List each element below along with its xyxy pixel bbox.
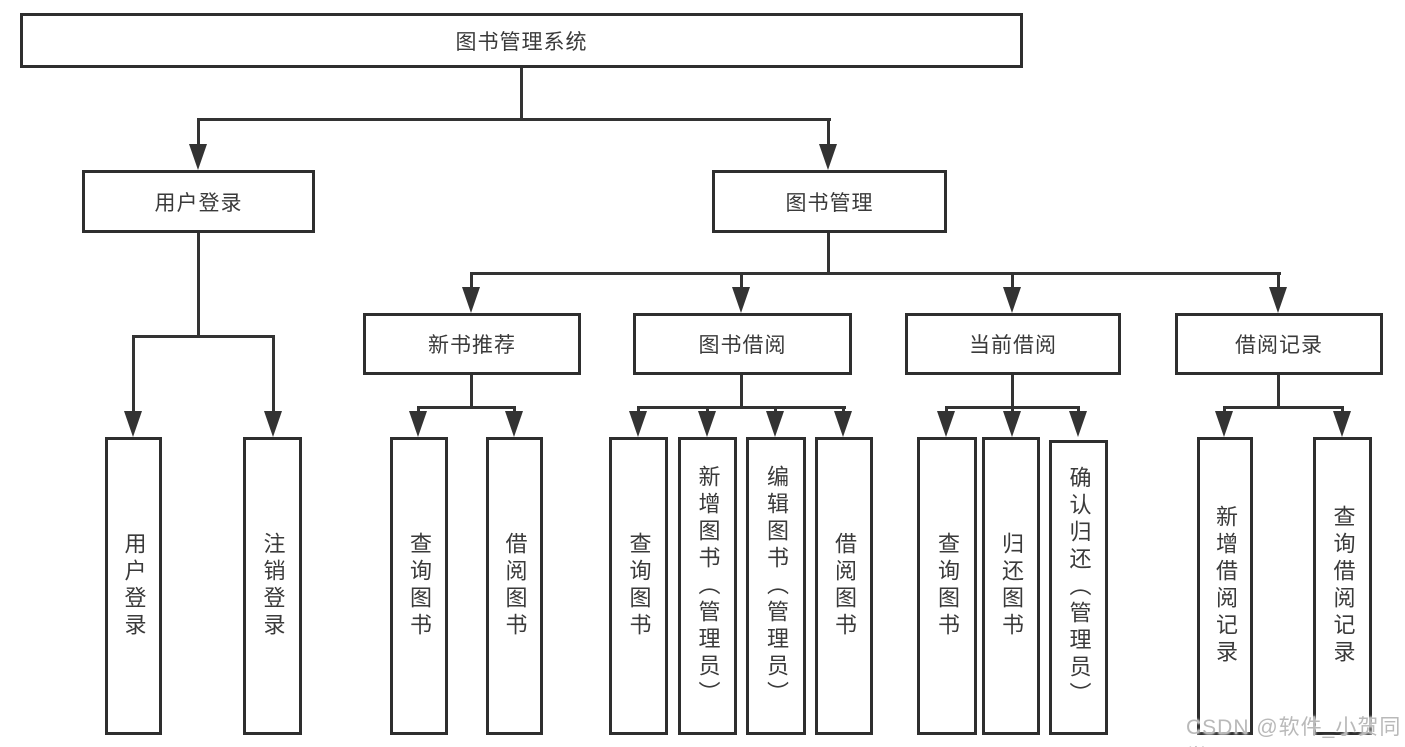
connector-line [417,406,516,409]
leaf-recommend-borrow-book-label: 借阅图书 [502,532,528,640]
arrowhead-down-icon [629,411,647,437]
connector-line [827,233,830,272]
arrowhead-down-icon [698,411,716,437]
connector-line [637,406,846,409]
leaf-current-return-book-label: 归还图书 [999,532,1024,640]
connector-line [197,118,831,121]
connector-line [272,335,275,415]
connector-line [740,375,743,406]
leaf-records-add-record-label: 新增借阅记录 [1213,505,1238,667]
connector-line [1011,272,1014,292]
node-borrow-records: 借阅记录 [1175,313,1383,375]
leaf-user-login: 用户登录 [105,437,162,735]
connector-line [132,335,275,338]
node-borrow-records-label: 借阅记录 [1235,334,1323,357]
leaf-recommend-borrow-book: 借阅图书 [486,437,543,735]
leaf-borrow-edit-book-admin: 编辑图书（管理员） [746,437,806,735]
arrowhead-down-icon [937,411,955,437]
leaf-logout: 注销登录 [243,437,302,735]
connector-line [197,233,200,335]
node-book-management: 图书管理 [712,170,947,233]
arrowhead-down-icon [462,287,480,313]
leaf-current-query-book-label: 查询图书 [935,532,960,640]
arrowhead-down-icon [1215,411,1233,437]
node-user-login: 用户登录 [82,170,315,233]
node-current-borrow: 当前借阅 [905,313,1121,375]
arrowhead-down-icon [834,411,852,437]
connector-line [740,272,743,292]
connector-line [470,272,1281,275]
arrowhead-down-icon [1269,287,1287,313]
connector-line [470,375,473,406]
connector-line [1223,406,1344,409]
node-user-login-label: 用户登录 [154,191,243,215]
leaf-user-login-label: 用户登录 [121,532,147,640]
arrowhead-down-icon [409,411,427,437]
leaf-logout-label: 注销登录 [260,532,286,640]
leaf-records-add-record: 新增借阅记录 [1197,437,1253,735]
connector-line [197,118,200,150]
leaf-current-query-book: 查询图书 [917,437,977,735]
leaf-borrow-query-book-label: 查询图书 [626,532,652,640]
leaf-borrow-edit-book-admin-label: 编辑图书（管理员） [764,464,789,708]
leaf-recommend-query-book: 查询图书 [390,437,448,735]
leaf-borrow-query-book: 查询图书 [609,437,668,735]
connector-line [827,118,830,150]
arrowhead-down-icon [505,411,523,437]
arrowhead-down-icon [766,411,784,437]
arrowhead-down-icon [819,144,837,170]
arrowhead-down-icon [1003,411,1021,437]
node-new-book-recommend: 新书推荐 [363,313,581,375]
connector-line [520,68,523,118]
connector-line [1277,272,1280,292]
leaf-borrow-add-book-admin-label: 新增图书（管理员） [695,464,721,708]
node-book-borrow-label: 图书借阅 [698,334,787,357]
csdn-watermark: CSDN @软件_小贺同学 [1186,716,1402,747]
arrowhead-down-icon [732,287,750,313]
connector-line [1277,375,1280,406]
arrowhead-down-icon [1069,411,1087,437]
leaf-borrow-borrow-book-label: 借阅图书 [832,532,857,640]
node-book-borrow: 图书借阅 [633,313,852,375]
arrowhead-down-icon [189,144,207,170]
leaf-current-confirm-return-admin-label: 确认归还（管理员） [1066,466,1092,709]
node-new-book-recommend-label: 新书推荐 [428,334,516,357]
leaf-records-query-record: 查询借阅记录 [1313,437,1372,735]
arrowhead-down-icon [124,411,142,437]
leaf-current-confirm-return-admin: 确认归还（管理员） [1049,440,1108,735]
arrowhead-down-icon [1333,411,1351,437]
arrowhead-down-icon [264,411,282,437]
leaf-recommend-query-book-label: 查询图书 [407,532,432,640]
connector-line [1011,375,1014,406]
node-root-label: 图书管理系统 [455,30,588,54]
leaf-borrow-borrow-book: 借阅图书 [815,437,873,735]
connector-line [470,272,473,292]
node-root: 图书管理系统 [20,13,1023,68]
node-current-borrow-label: 当前借阅 [969,334,1057,357]
node-book-management-label: 图书管理 [785,191,874,215]
leaf-records-query-record-label: 查询借阅记录 [1330,505,1356,667]
leaf-borrow-add-book-admin: 新增图书（管理员） [678,437,737,735]
arrowhead-down-icon [1003,287,1021,313]
leaf-current-return-book: 归还图书 [982,437,1040,735]
connector-line [132,335,135,415]
